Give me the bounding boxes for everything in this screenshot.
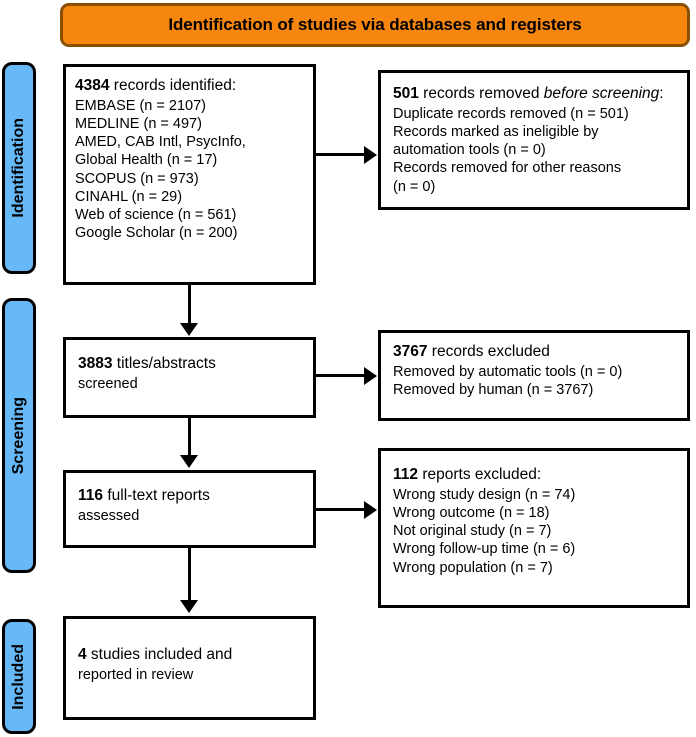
fulltext-assessed-heading-rest: full-text reports [103, 487, 210, 504]
stage-tab-included: Included [2, 619, 36, 734]
stage-tab-screening-label: Screening [10, 396, 27, 475]
fulltext-assessed-line2: assessed [78, 507, 140, 524]
box-fulltext-assessed: 116 full-text reports assessed [63, 470, 316, 548]
diagram-header-banner: Identification of studies via databases … [60, 3, 690, 47]
records-excluded-count: 3767 [393, 343, 428, 360]
box-titles-screened: 3883 titles/abstracts screened [63, 337, 316, 418]
connector-screened-to-fulltext [188, 418, 191, 457]
records-excluded-reason-line: Removed by automatic tools (n = 0) [393, 363, 623, 380]
arrow-down-icon [180, 455, 198, 468]
titles-screened-line2: screened [78, 375, 138, 392]
removal-reason-line: Records marked as ineligible by [393, 123, 599, 140]
box-studies-included-heading: 4 studies included and [78, 645, 304, 665]
source-line: Web of science (n = 561) [75, 207, 237, 224]
removal-reason-line: Records removed for other reasons [393, 160, 622, 177]
connector-fulltext-to-included [188, 548, 191, 602]
box-records-identified-heading: 4384 records identified: [75, 76, 304, 96]
records-removed-heading-tail: : [659, 85, 664, 102]
removal-reason-line: Duplicate records removed (n = 501) [393, 105, 629, 122]
connector-identified-to-removed [316, 153, 366, 156]
reports-excluded-reason-line: Wrong follow-up time (n = 6) [393, 541, 576, 558]
box-studies-included: 4 studies included and reported in revie… [63, 616, 316, 720]
stage-tab-identification: Identification [2, 62, 36, 274]
box-records-identified: 4384 records identified: EMBASE (n = 210… [63, 64, 316, 285]
box-reports-excluded-heading: 112 reports excluded: [393, 465, 678, 485]
records-excluded-reason-line: Removed by human (n = 3767) [393, 381, 594, 398]
source-line: EMBASE (n = 2107) [75, 97, 206, 114]
studies-included-line2: reported in review [78, 666, 194, 683]
arrow-down-icon [180, 323, 198, 336]
reports-excluded-reason-line: Wrong population (n = 7) [393, 559, 553, 576]
reports-excluded-heading-rest: reports excluded: [418, 466, 542, 483]
studies-included-heading-rest: studies included and [86, 646, 233, 663]
source-line: SCOPUS (n = 973) [75, 170, 199, 187]
source-line: AMED, CAB Intl, PsycInfo, [75, 134, 246, 151]
removal-reason-line: (n = 0) [393, 178, 436, 195]
titles-screened-heading-rest: titles/abstracts [112, 355, 216, 372]
reports-excluded-reason-line: Wrong study design (n = 74) [393, 486, 576, 503]
source-line: CINAHL (n = 29) [75, 188, 183, 205]
source-line: Google Scholar (n = 200) [75, 225, 238, 242]
box-fulltext-assessed-heading: 116 full-text reports [78, 486, 304, 506]
box-titles-screened-heading: 3883 titles/abstracts [78, 354, 304, 374]
diagram-title: Identification of studies via databases … [168, 15, 582, 34]
connector-screened-to-excluded-records [316, 374, 366, 377]
reports-excluded-reason-line: Wrong outcome (n = 18) [393, 504, 550, 521]
records-removed-heading-rest: records removed [418, 85, 544, 102]
box-reports-excluded: 112 reports excluded: Wrong study design… [378, 448, 690, 608]
box-records-excluded-heading: 3767 records excluded [393, 342, 678, 362]
reports-excluded-count: 112 [393, 466, 419, 483]
records-excluded-heading-rest: records excluded [427, 343, 550, 360]
removal-reason-line: automation tools (n = 0) [393, 142, 546, 159]
records-identified-heading-rest: records identified: [109, 77, 237, 94]
records-identified-count: 4384 [75, 77, 110, 94]
box-records-removed: 501 records removed before screening: Du… [378, 70, 690, 210]
studies-included-count: 4 [78, 646, 87, 663]
records-removed-count: 501 [393, 85, 419, 102]
source-line: MEDLINE (n = 497) [75, 115, 202, 132]
stage-tab-included-label: Included [10, 643, 27, 710]
arrow-right-icon [364, 367, 377, 385]
arrow-right-icon [364, 501, 377, 519]
records-removed-heading-italic: before screening [543, 85, 660, 102]
source-line: Global Health (n = 17) [75, 152, 218, 169]
stage-tab-screening: Screening [2, 298, 36, 573]
arrow-right-icon [364, 146, 377, 164]
box-records-excluded: 3767 records excluded Removed by automat… [378, 330, 690, 421]
connector-identified-to-screened [188, 285, 191, 325]
connector-fulltext-to-excluded-reports [316, 508, 366, 511]
box-records-removed-heading: 501 records removed before screening: [393, 84, 678, 104]
fulltext-assessed-count: 116 [78, 487, 104, 504]
arrow-down-icon [180, 600, 198, 613]
titles-screened-count: 3883 [78, 355, 113, 372]
reports-excluded-reason-line: Not original study (n = 7) [393, 523, 552, 540]
stage-tab-identification-label: Identification [10, 118, 27, 218]
